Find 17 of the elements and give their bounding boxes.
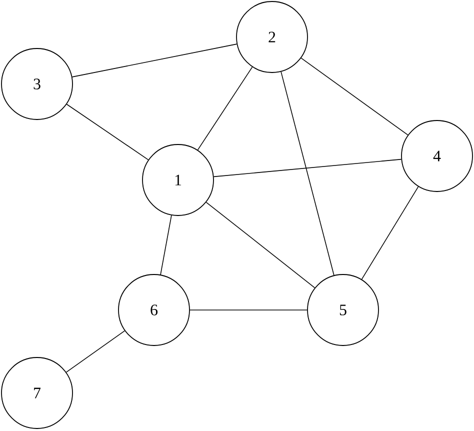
circle-node: 6 — [118, 274, 190, 346]
circle-node: 1 — [142, 144, 214, 216]
edge-line — [197, 66, 253, 150]
circle-node: 5 — [307, 274, 379, 346]
edge-line — [300, 58, 408, 136]
edge-line — [206, 202, 316, 288]
edge-line — [280, 71, 334, 276]
circle-node: 2 — [236, 1, 308, 73]
edge-line — [66, 330, 126, 373]
edge-line — [213, 158, 402, 178]
edge-line — [72, 44, 238, 78]
circle-node: 7 — [1, 357, 73, 429]
edge-line — [66, 104, 149, 160]
circle-node: 4 — [401, 120, 473, 192]
edge-line — [361, 186, 419, 280]
circle-node: 3 — [1, 48, 73, 120]
edge-line — [160, 214, 172, 276]
